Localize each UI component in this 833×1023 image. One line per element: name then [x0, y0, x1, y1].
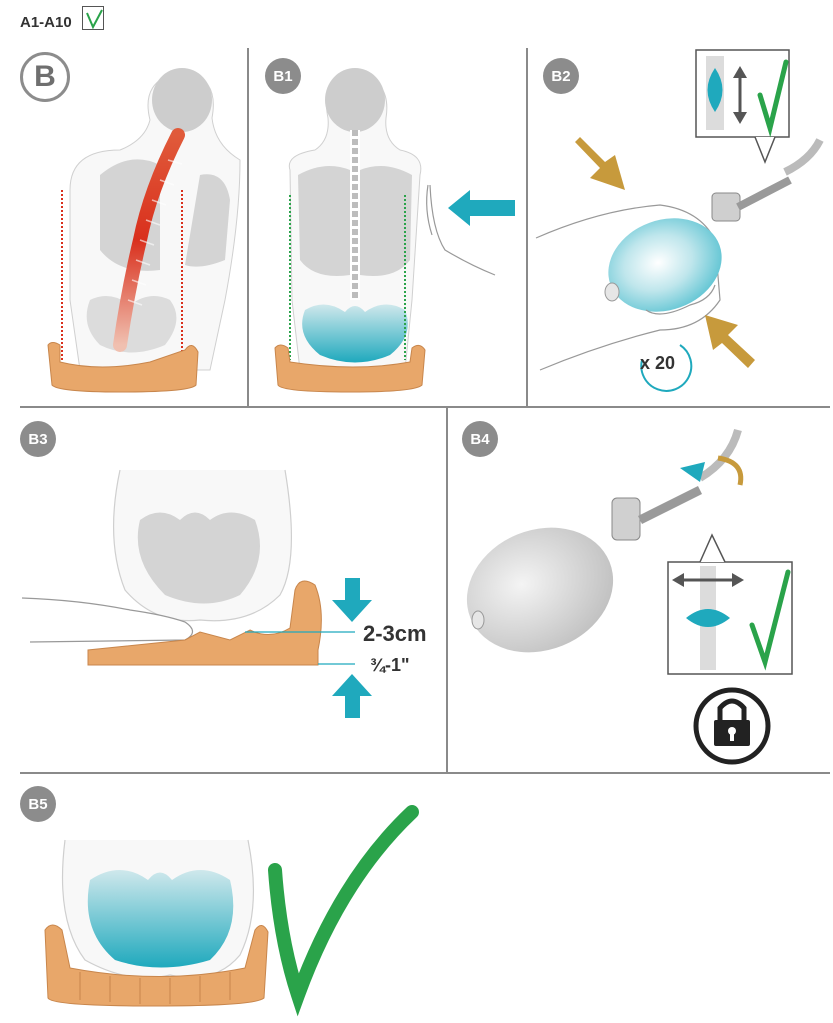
divider	[247, 48, 249, 406]
divider	[446, 406, 448, 772]
panel-b2-illustration	[535, 49, 824, 392]
step-badge-b1: B1	[265, 58, 301, 94]
height-metric-label: 2-3cm	[363, 621, 427, 646]
step-badge-b3: B3	[20, 421, 56, 457]
reference-check-icon	[82, 6, 104, 30]
panel-b5-illustration	[44, 805, 419, 1017]
panel-b1-illustration	[274, 68, 515, 393]
panel-b-illustration	[47, 68, 241, 393]
section-badge: B	[20, 52, 70, 102]
step-badge-b5: B5	[20, 786, 56, 822]
divider	[20, 406, 830, 408]
height-imperial-label: ¾-1"	[370, 655, 410, 675]
divider	[20, 772, 830, 774]
reference-label: A1-A10	[20, 14, 72, 31]
pump-count-label: x 20	[640, 353, 676, 373]
step-badge-b2: B2	[543, 58, 579, 94]
step-badge-b4: B4	[462, 421, 498, 457]
panel-b4-illustration	[466, 428, 793, 765]
panel-b3-illustration	[21, 469, 372, 718]
divider	[526, 48, 528, 406]
